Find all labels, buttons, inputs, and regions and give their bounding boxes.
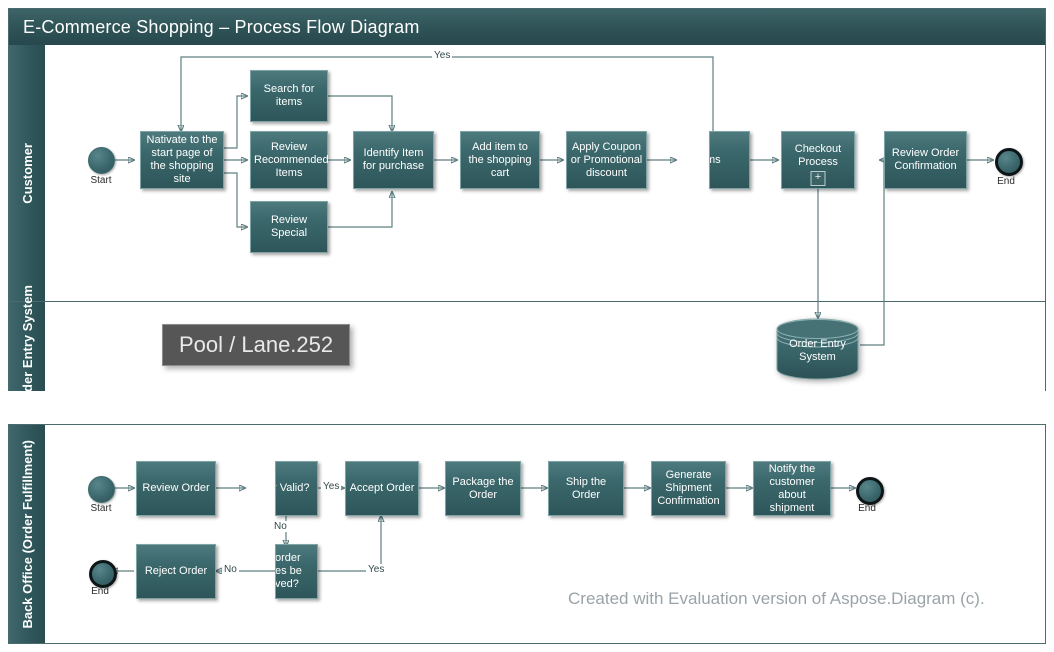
task-items[interactable]: items — [709, 131, 750, 189]
task-identify-item[interactable]: Identify Item for purchase — [353, 131, 434, 189]
lane-body-back-office — [45, 425, 1045, 643]
subprocess-marker-icon: + — [810, 171, 826, 186]
task-review-special[interactable]: Review Special — [250, 201, 328, 253]
task-add-item-to-cart[interactable]: Add item to the shopping cart — [460, 131, 540, 189]
edge-label-resolve-yes: Yes — [366, 564, 387, 575]
task-review-order-confirmation[interactable]: Review Order Confirmation — [884, 131, 967, 189]
lane-label-back-office: Back Office (Order Fulfillment) — [9, 425, 46, 643]
end-event-back-office-right[interactable] — [856, 477, 884, 505]
task-navigate-label: Nativate to the start page of the shoppi… — [146, 134, 218, 185]
task-review-recommended-items-label: Review Recommended Items — [254, 140, 329, 179]
task-review-special-label: Review Special — [270, 214, 308, 239]
evaluation-watermark: Created with Evaluation version of Aspos… — [568, 589, 985, 608]
start-event-customer-label: Start — [90, 175, 112, 186]
task-items-label: items — [710, 153, 721, 166]
start-event-customer[interactable] — [88, 147, 115, 174]
task-accept-order[interactable]: Accept Order — [345, 461, 419, 516]
task-package-the-order-label: Package the Order — [452, 475, 514, 501]
task-notify-customer-label: Notify the customer about shipment — [768, 462, 816, 514]
pool-lane-callout: Pool / Lane.252 — [162, 324, 351, 366]
task-checkout-process[interactable]: Checkout Process + — [781, 131, 855, 189]
end-event-customer-label: End — [997, 176, 1015, 187]
end-event-customer[interactable] — [995, 148, 1023, 176]
task-checkout-process-label: Checkout Process — [794, 143, 842, 168]
gateway-resolve-order-issues-label: order es be ved? — [275, 552, 302, 590]
edge-label-resolve-no: No — [222, 564, 239, 575]
task-reject-order-label: Reject Order — [144, 565, 208, 577]
back-office-pool: Back Office (Order Fulfillment) — [8, 424, 1046, 644]
end-event-back-office-left[interactable] — [89, 560, 117, 588]
lane-label-customer-text: Customer — [19, 142, 35, 204]
page-title: E-Commerce Shopping – Process Flow Diagr… — [9, 9, 1045, 45]
task-review-order-label: Review Order — [142, 482, 210, 494]
end-event-back-office-right-label: End — [858, 503, 876, 514]
start-event-back-office[interactable] — [88, 476, 115, 503]
task-notify-customer[interactable]: Notify the customer about shipment — [753, 461, 831, 516]
task-identify-item-label: Identify Item for purchase — [362, 147, 425, 172]
task-add-item-to-cart-label: Add item to the shopping cart — [468, 140, 532, 179]
task-review-recommended-items[interactable]: Review Recommended Items — [250, 131, 329, 189]
gateway-order-valid[interactable]: r Valid? — [275, 461, 318, 516]
task-navigate[interactable]: Nativate to the start page of the shoppi… — [140, 131, 224, 189]
start-event-back-office-label: Start — [90, 503, 112, 514]
lane-label-order-entry-system: Order Entry System — [9, 285, 46, 408]
lane-label-order-entry-text: Order Entry System — [19, 285, 35, 408]
datastore-order-entry-system[interactable]: Order Entry System — [775, 318, 860, 380]
task-search-for-items[interactable]: Search for items — [250, 70, 328, 122]
task-accept-order-label: Accept Order — [349, 482, 415, 494]
task-review-order[interactable]: Review Order — [136, 461, 216, 516]
task-ship-the-order-label: Ship the Order — [565, 475, 607, 501]
task-search-for-items-label: Search for items — [263, 83, 315, 108]
task-package-the-order[interactable]: Package the Order — [445, 461, 521, 516]
gateway-resolve-order-issues[interactable]: order es be ved? — [275, 544, 318, 599]
task-generate-shipment-confirmation-label: Generate Shipment Confirmation — [657, 469, 720, 507]
task-generate-shipment-confirmation[interactable]: Generate Shipment Confirmation — [651, 461, 726, 516]
gateway-order-valid-label: r Valid? — [275, 482, 310, 494]
end-event-back-office-left-label: End — [91, 586, 109, 597]
task-apply-coupon[interactable]: Apply Coupon or Promotional discount — [566, 131, 647, 189]
database-cylinder-icon — [776, 318, 859, 380]
lane-back-office: Back Office (Order Fulfillment) — [9, 425, 1045, 643]
task-reject-order[interactable]: Reject Order — [136, 544, 216, 599]
task-ship-the-order[interactable]: Ship the Order — [548, 461, 624, 516]
datastore-label: Order Entry System — [789, 338, 846, 364]
lane-label-back-office-text: Back Office (Order Fulfillment) — [19, 439, 35, 629]
edge-label-valid-yes: Yes — [321, 481, 342, 492]
lane-label-customer: Customer — [9, 45, 46, 301]
edge-label-valid-no: No — [272, 521, 289, 532]
task-apply-coupon-label: Apply Coupon or Promotional discount — [570, 140, 643, 179]
task-review-order-confirmation-label: Review Order Confirmation — [891, 147, 960, 172]
edge-label-yes-customer: Yes — [432, 50, 453, 61]
